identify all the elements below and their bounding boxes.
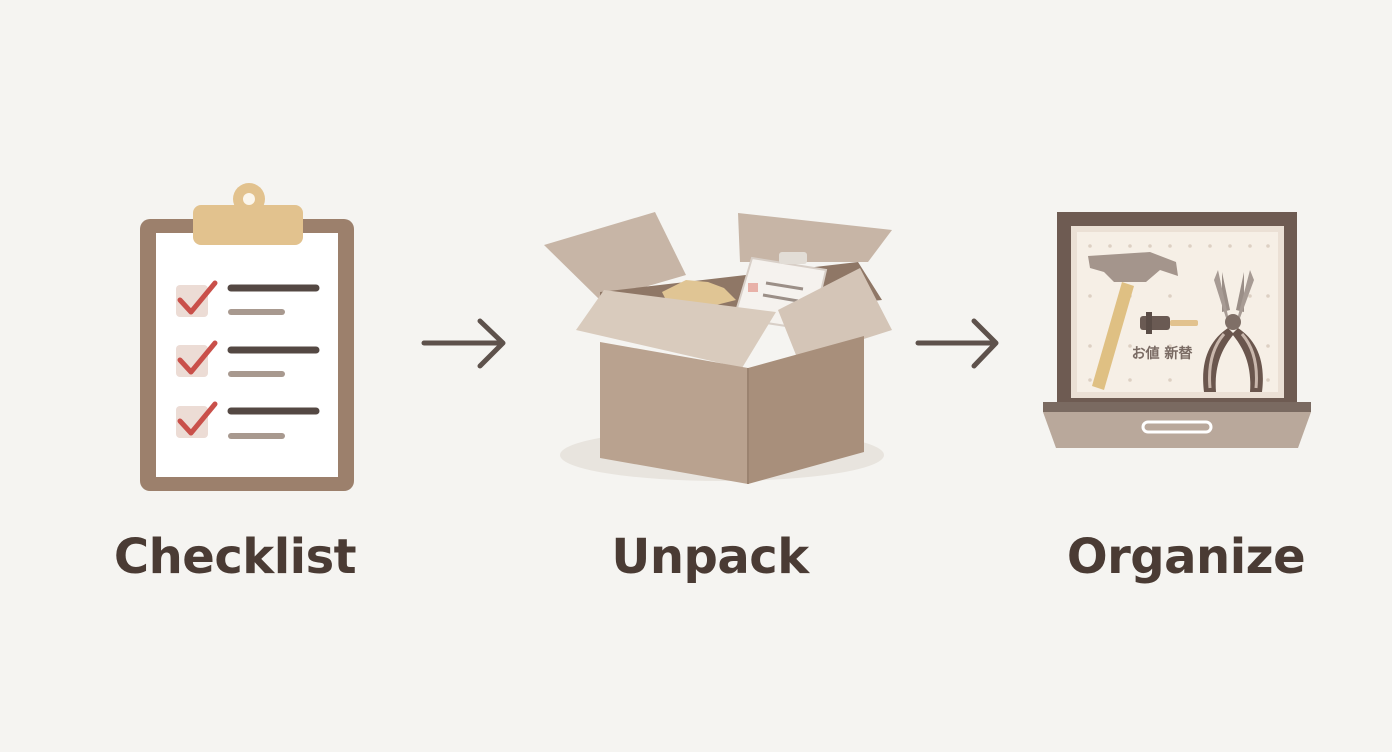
pliers-icon <box>1203 270 1263 392</box>
checklist-row-1 <box>176 280 320 317</box>
check-mark-icon <box>177 340 218 375</box>
check-mark-icon <box>177 401 218 436</box>
hammer-icon <box>1088 252 1178 390</box>
tool-drawer-icon: お値 新替 <box>1043 212 1311 448</box>
check-mark-icon <box>177 280 218 315</box>
arrow-right-icon <box>915 318 999 369</box>
step-label-organize: Organize <box>1066 529 1306 585</box>
open-box-icon <box>544 212 892 484</box>
checklist-row-3 <box>176 401 320 439</box>
screwdriver-icon <box>1140 312 1198 334</box>
arrow-right-icon <box>421 318 506 369</box>
drawer-marking: お値 新替 <box>1132 345 1194 362</box>
clipboard-checklist-icon <box>140 183 354 491</box>
step-label-unpack: Unpack <box>611 529 809 585</box>
drawer-handle <box>1141 420 1213 434</box>
step-label-checklist: Checklist <box>113 529 357 585</box>
checklist-row-2 <box>176 340 320 377</box>
